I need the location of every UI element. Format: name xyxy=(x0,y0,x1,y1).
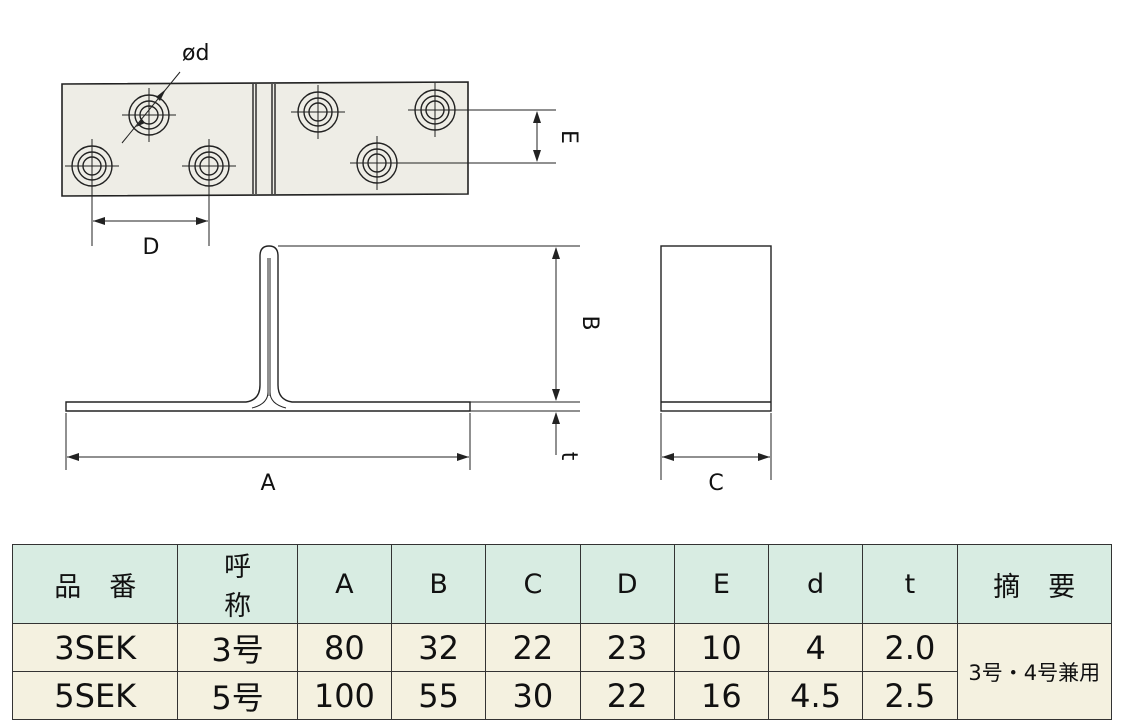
header-e: E xyxy=(673,544,770,624)
cell-t: 2.0 xyxy=(862,623,958,672)
header-b: B xyxy=(390,544,487,624)
spec-table: 品番 呼称 A B C D E d t 摘要 3SEK 3号 80 32 22 … xyxy=(11,544,1112,720)
table-row: 3SEK 3号 80 32 22 23 10 4 2.0 3号・4号兼用 xyxy=(11,623,1112,720)
header-name: 呼称 xyxy=(177,544,298,624)
side-view: C xyxy=(660,245,772,496)
profile-outline xyxy=(65,245,471,412)
diameter-label: ød xyxy=(182,41,209,66)
dimension-a-label: A xyxy=(260,471,275,496)
cell-t: 2.5 xyxy=(862,671,958,720)
cell-b: 32 xyxy=(390,623,487,672)
header-t: t xyxy=(862,544,958,624)
cell-part-no: 3SEK xyxy=(11,623,179,672)
header-c: C xyxy=(485,544,581,624)
cell-b: 55 xyxy=(390,671,487,720)
front-view: B t A xyxy=(65,245,602,496)
cell-note: 3号・4号兼用 xyxy=(956,623,1112,720)
cell-e: 10 xyxy=(673,623,770,672)
side-outline xyxy=(660,245,772,412)
cell-hole-d: 4.5 xyxy=(767,671,864,720)
cell-part-no: 5SEK xyxy=(11,671,179,720)
header-d: D xyxy=(579,544,675,624)
dimension-d-label: D xyxy=(143,235,160,260)
cell-name: 5号 xyxy=(177,671,298,720)
cell-a: 80 xyxy=(296,623,393,672)
cell-e: 16 xyxy=(673,671,770,720)
cell-name: 3号 xyxy=(177,623,298,672)
top-view: ød E D xyxy=(61,41,581,260)
header-part-no: 品番 xyxy=(11,544,179,624)
table-header-row: 品番 呼称 A B C D E d t 摘要 xyxy=(11,544,1112,624)
cell-c: 22 xyxy=(485,623,581,672)
dimension-t-label: t xyxy=(556,452,581,461)
cell-d: 22 xyxy=(579,671,675,720)
cell-d: 23 xyxy=(579,623,675,672)
dimension-b-label: B xyxy=(577,315,602,330)
technical-drawing: ød E D B t xyxy=(61,41,772,496)
cell-hole-d: 4 xyxy=(767,623,864,672)
dimension-c-label: C xyxy=(708,471,723,496)
header-note: 摘要 xyxy=(956,544,1112,624)
plate-outline xyxy=(61,81,469,197)
dimension-e-label: E xyxy=(556,130,581,144)
table-row: 5SEK 5号 100 55 30 22 16 4.5 2.5 xyxy=(11,671,1112,720)
header-hole-d: d xyxy=(767,544,864,624)
header-a: A xyxy=(296,544,393,624)
cell-a: 100 xyxy=(296,671,393,720)
cell-c: 30 xyxy=(485,671,581,720)
